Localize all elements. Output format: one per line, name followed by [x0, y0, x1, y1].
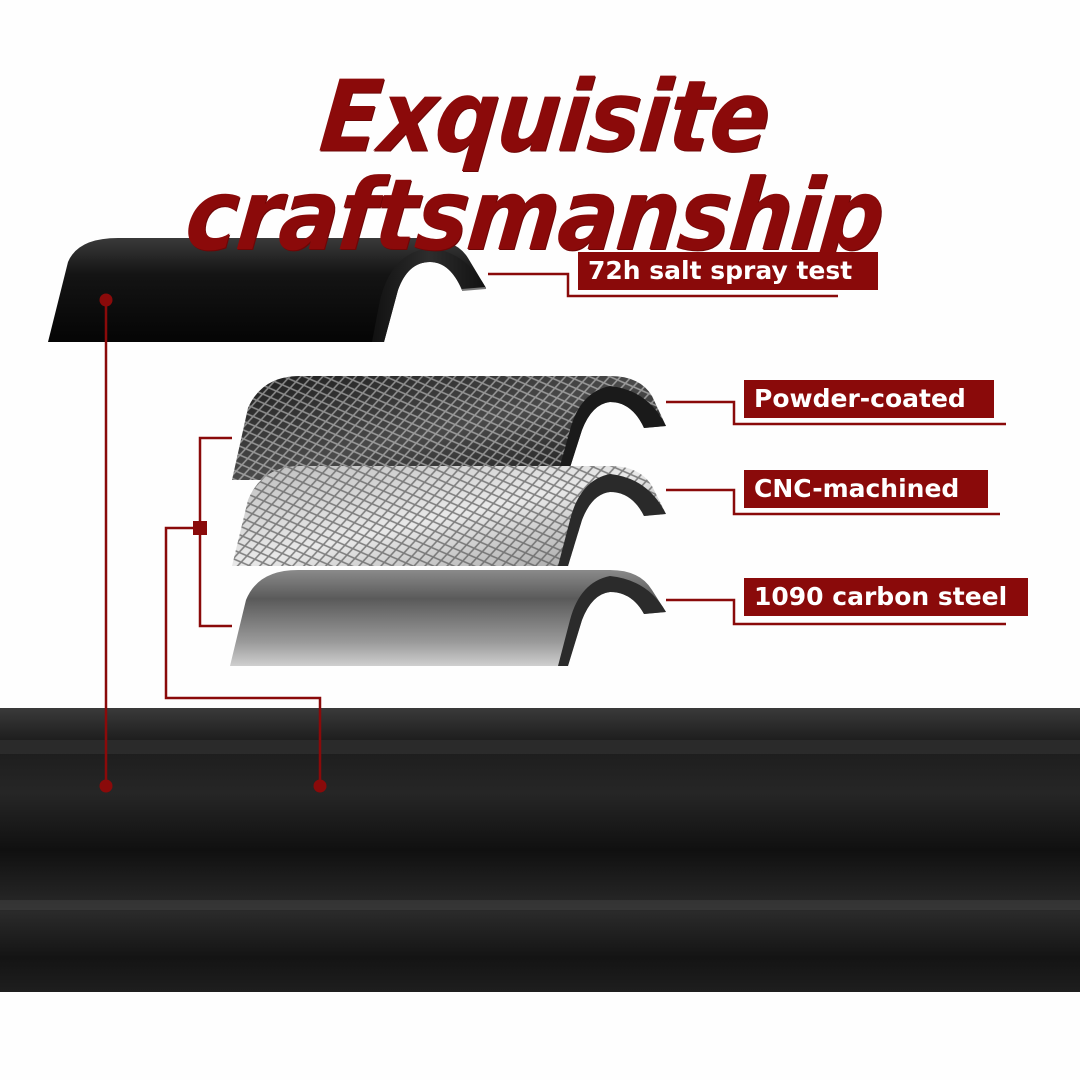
callout-cnc-machined: CNC-machined	[744, 470, 988, 508]
headline: Exquisite craftsmanship	[180, 58, 890, 273]
powder-coated-piece	[232, 376, 666, 480]
steel-core-piece	[230, 570, 666, 666]
callout-salt-spray: 72h salt spray test	[578, 252, 878, 290]
outer-coating-piece	[48, 238, 487, 342]
callout-powder-coated: Powder-coated	[744, 380, 994, 418]
connector-dots	[99, 293, 327, 793]
tube-highlight	[0, 740, 1080, 754]
tube-highlight-lower	[0, 900, 1080, 910]
cnc-machined-piece	[232, 466, 666, 566]
tube-body	[0, 708, 1080, 992]
callout-carbon-steel: 1090 carbon steel	[744, 578, 1028, 616]
